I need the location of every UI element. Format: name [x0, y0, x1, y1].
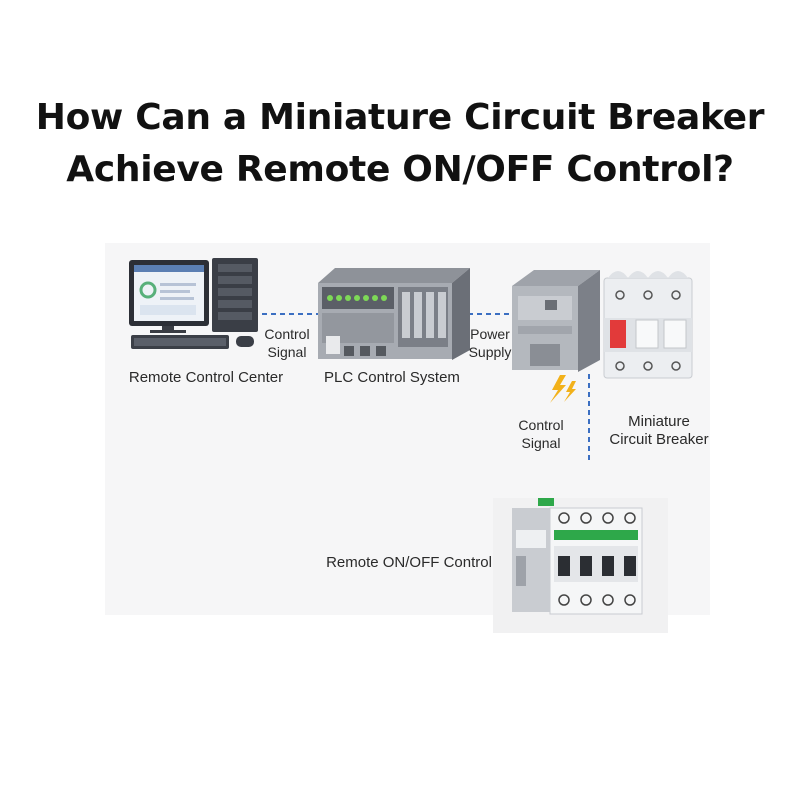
title-line-2: Achieve Remote ON/OFF Control?: [66, 149, 734, 190]
title-line-1: How Can a Miniature Circuit Breaker: [35, 97, 765, 138]
label-power-supply: Power Supply: [468, 326, 512, 360]
label-miniature-circuit-breaker: Miniature Circuit Breaker: [609, 413, 709, 448]
mcb-icon: [603, 271, 693, 379]
remote-breaker-icon: [493, 498, 668, 633]
lightning-icon: [550, 375, 576, 403]
plc-icon: [318, 268, 470, 360]
label-remote-control-center: Remote Control Center: [128, 369, 284, 386]
control-module-icon: [512, 270, 600, 372]
label-plc-control-system: PLC Control System: [324, 369, 460, 386]
label-remote-onoff-control: Remote ON/OFF Control: [326, 554, 492, 571]
computer-icon: [129, 258, 258, 349]
page-title: How Can a Miniature Circuit Breaker Achi…: [0, 92, 800, 196]
label-control-signal-1: Control Signal: [264, 326, 310, 360]
label-control-signal-2: Control Signal: [518, 417, 564, 451]
